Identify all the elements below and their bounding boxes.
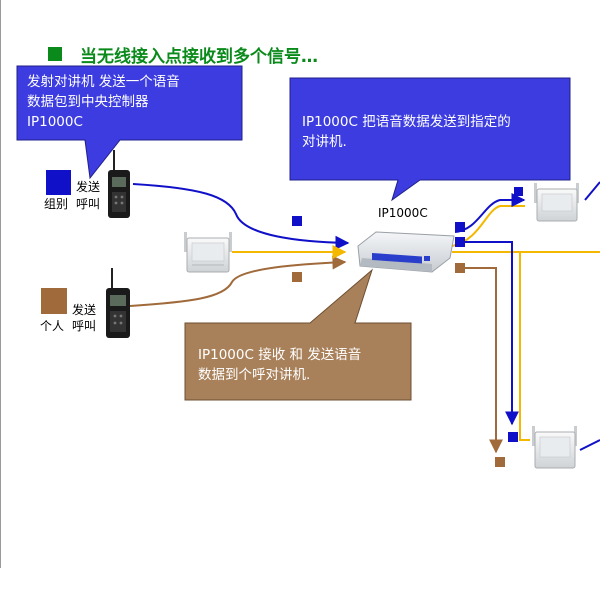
brown-packet-marker: [495, 457, 505, 467]
blue-link-exit-top: [584, 181, 600, 201]
callout-controller-to-radios: [289, 77, 571, 202]
section-heading: 当无线接入点接收到多个信号…: [48, 43, 318, 67]
callout-line: IP1000C 接收 和 发送语音: [198, 347, 362, 363]
individual-call-label-send: 发送: [72, 303, 97, 317]
brown-link-radio-to-controller: [129, 255, 347, 307]
callout-receive-and-send: [184, 268, 412, 401]
access-point-icon: [184, 232, 232, 273]
left-border: [0, 0, 1, 568]
brown-packet-marker: [455, 263, 465, 273]
callout-receive-and-send-text: IP1000C 接收 和 发送语音 数据到个呼对讲机.: [188, 341, 408, 389]
individual-call-label-call: 呼叫: [72, 319, 97, 333]
access-point-icon: [534, 183, 579, 222]
handheld-radio-icon: [108, 150, 130, 218]
yellow-link-trunk: [452, 251, 600, 441]
brown-link-controller-to-radio: [462, 267, 503, 454]
blue-packet-marker: [455, 237, 465, 247]
bullet-square-icon: [48, 47, 62, 61]
group-call-color-square: [46, 170, 71, 195]
callout-line: 数据到个呼对讲机.: [198, 367, 311, 383]
blue-packet-marker: [455, 222, 465, 232]
callout-radio-to-controller: [16, 65, 243, 180]
callout-line: IP1000C 把语音数据发送到指定的: [302, 114, 511, 130]
blue-packet-marker: [514, 187, 523, 196]
group-call-label-group: 组别: [44, 197, 69, 211]
callout-line: 发射对讲机 发送一个语音: [27, 74, 180, 90]
access-point-icon: [532, 426, 577, 469]
controller-label: IP1000C: [378, 206, 428, 220]
blue-link-radio-to-controller: [132, 183, 350, 250]
brown-packet-marker: [292, 272, 302, 282]
callout-line: IP1000C: [27, 114, 83, 130]
blue-link-controller-to-ap-top: [454, 193, 526, 233]
page-title: 当无线接入点接收到多个信号…: [80, 46, 318, 67]
callout-line: 数据包到中央控制器: [27, 94, 149, 110]
controller-icon: [357, 231, 455, 273]
individual-call-label-individual: 个人: [40, 319, 65, 333]
group-call-label-send: 发送: [76, 180, 101, 194]
callout-line: 对讲机.: [302, 134, 347, 150]
callout-controller-to-radios-text: IP1000C 把语音数据发送到指定的 对讲机.: [292, 108, 568, 156]
blue-packet-marker: [292, 216, 302, 226]
blue-link-controller-to-ap-bottom: [462, 241, 519, 426]
blue-link-exit-bottom: [579, 439, 600, 451]
handheld-radio-icon: [106, 268, 130, 338]
group-call-label-call: 呼叫: [76, 197, 101, 211]
blue-packet-marker: [508, 432, 518, 442]
callout-radio-to-controller-text: 发射对讲机 发送一个语音 数据包到中央控制器 IP1000C: [17, 68, 242, 136]
individual-call-color-square: [41, 288, 67, 314]
